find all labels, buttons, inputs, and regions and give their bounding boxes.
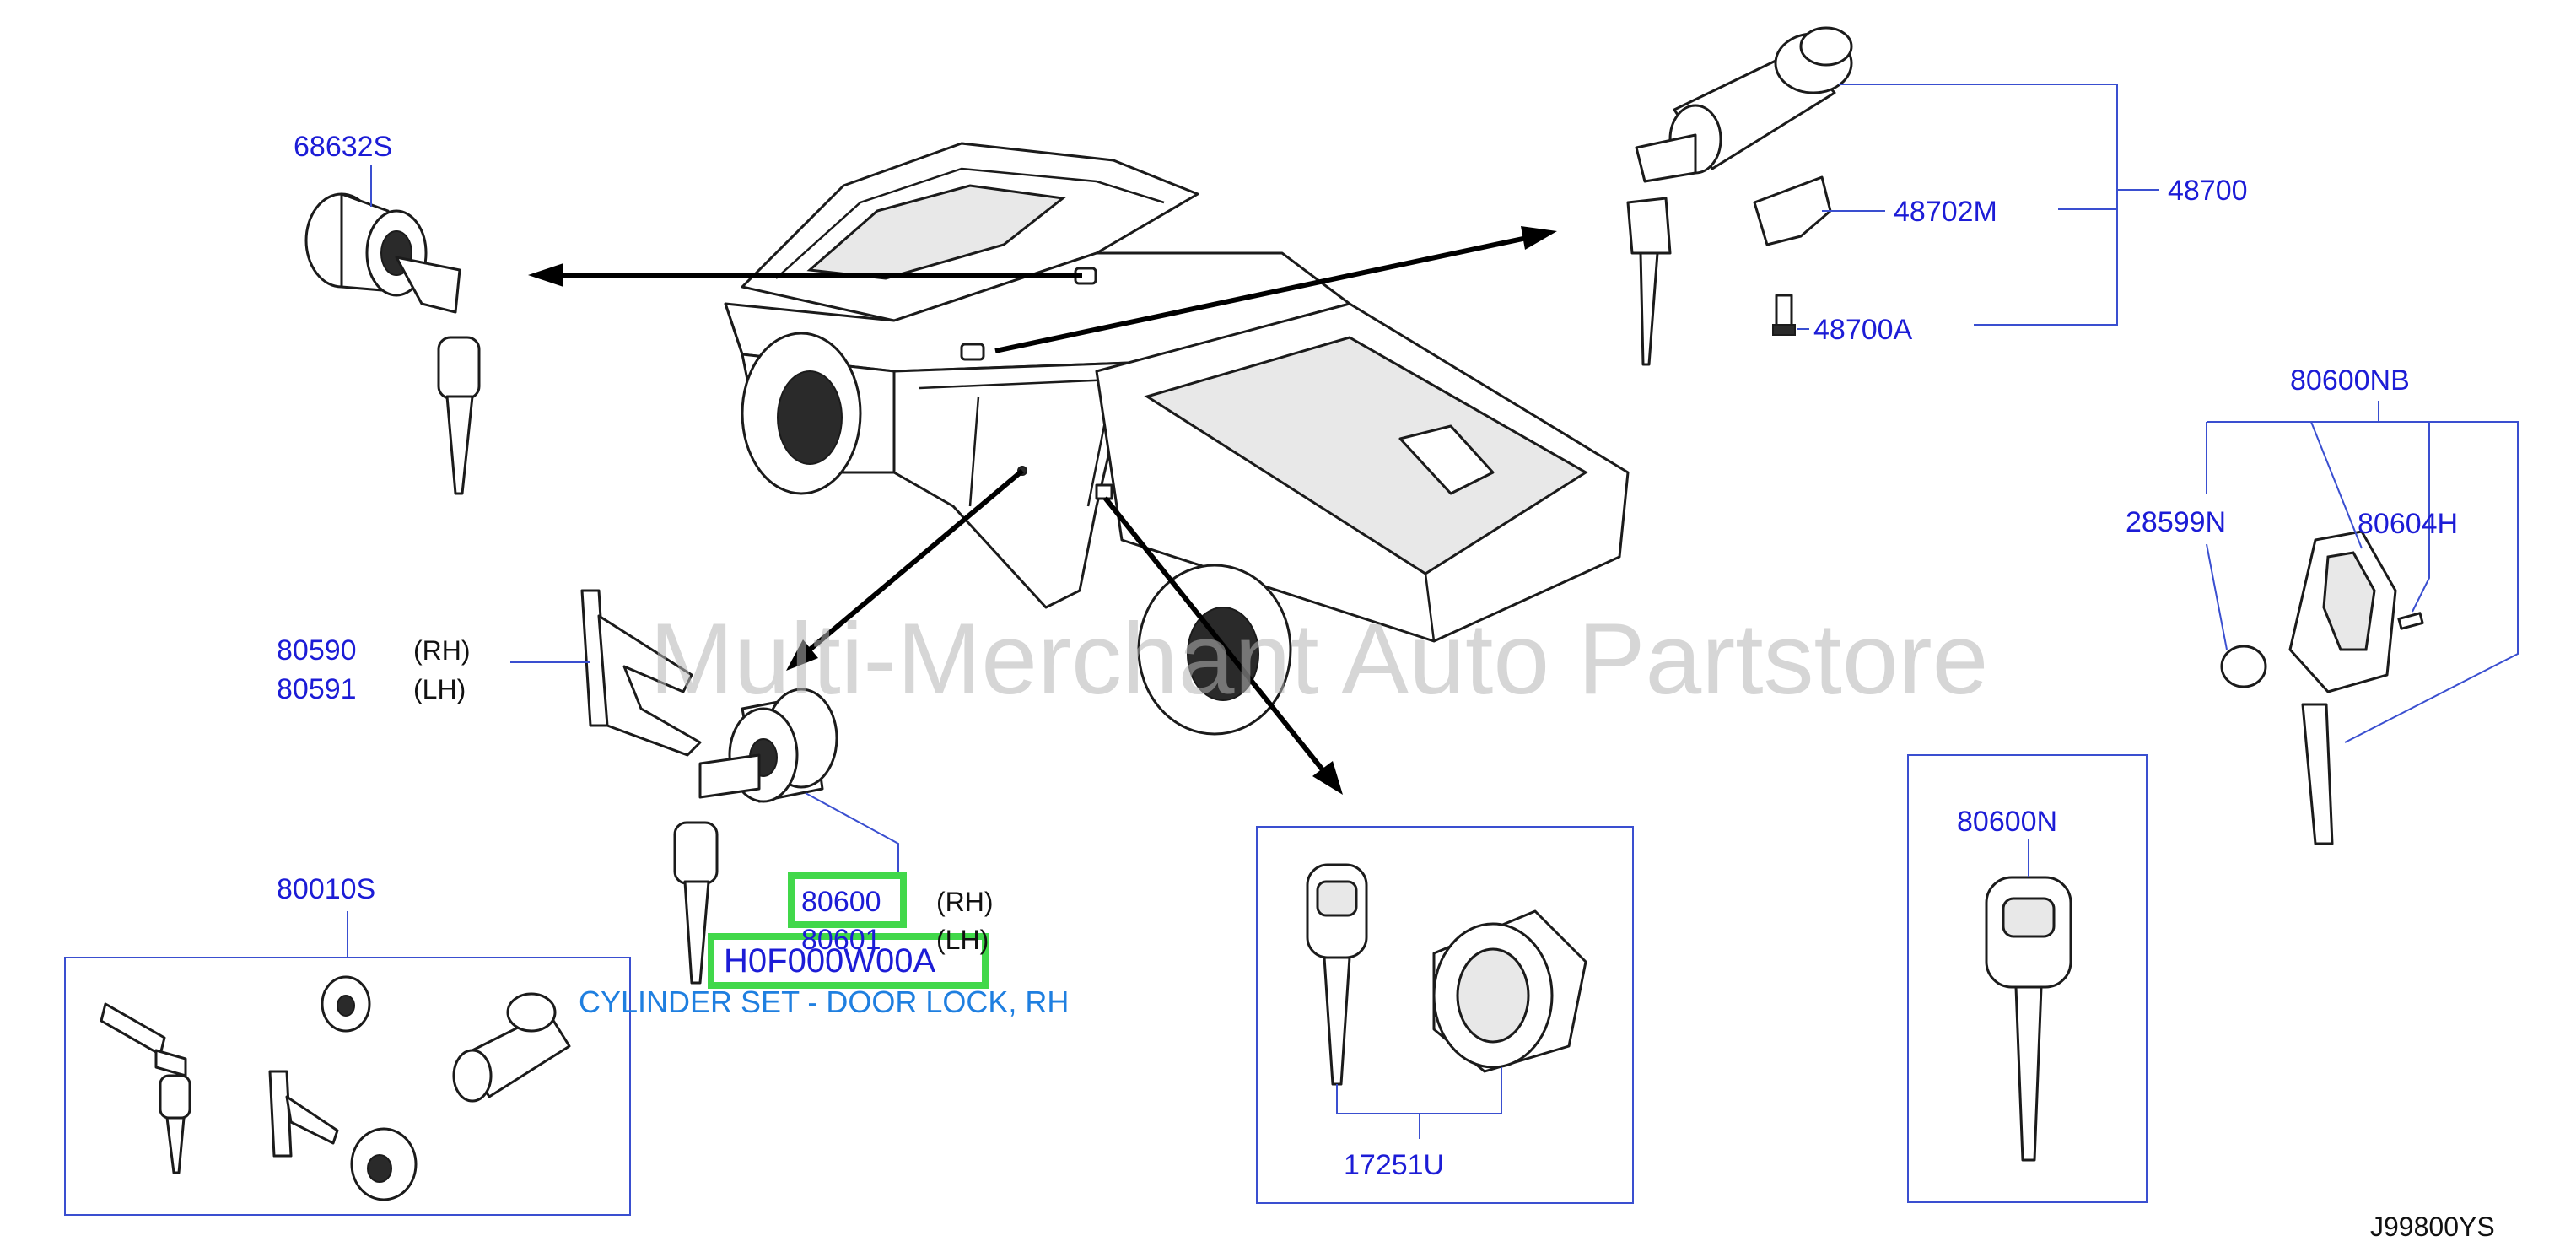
highlighted-part-description: CYLINDER SET - DOOR LOCK, RH <box>579 985 1069 1019</box>
part-80010S-illustration <box>64 957 631 1216</box>
leader-lines <box>347 84 2519 958</box>
label-80010S[interactable]: 80010S <box>277 873 375 905</box>
diagram-reference-code: J99800YS <box>2370 1212 2495 1242</box>
17251U-box <box>1256 826 1634 1204</box>
watermark: Multi-Merchant Auto Partstore <box>649 602 1988 715</box>
part-80600-illustration <box>673 688 838 985</box>
label-80600NB[interactable]: 80600NB <box>2290 364 2410 397</box>
part-17251U-illustration <box>1256 826 1634 1204</box>
label-80601-side: (LH) <box>936 925 989 955</box>
80600N-box <box>1907 754 2148 1203</box>
part-80600N-illustration <box>1907 754 2148 1203</box>
part-68632S-illustration <box>304 192 481 495</box>
highlight-box-part-code <box>708 933 989 989</box>
label-80600N[interactable]: 80600N <box>1957 806 2057 838</box>
highlighted-part-code[interactable]: H0F000W00A <box>724 942 936 979</box>
label-17251U[interactable]: 17251U <box>1344 1149 1444 1181</box>
label-80591[interactable]: 80591 <box>277 673 357 705</box>
highlight-box-80600 <box>788 872 907 928</box>
label-80591-side: (LH) <box>413 674 466 704</box>
label-48702M[interactable]: 48702M <box>1894 196 1997 228</box>
part-80590-illustration <box>580 589 702 757</box>
label-68632S[interactable]: 68632S <box>294 131 392 163</box>
reference-arrows <box>528 226 1557 795</box>
label-80590-side: (RH) <box>413 635 471 666</box>
label-80590[interactable]: 80590 <box>277 634 357 666</box>
label-48700[interactable]: 48700 <box>2168 175 2248 207</box>
label-48700A[interactable]: 48700A <box>1813 314 1913 346</box>
label-80600[interactable]: 80600 <box>801 886 881 918</box>
label-80600-side: (RH) <box>936 887 994 917</box>
label-80604H[interactable]: 80604H <box>2358 508 2458 540</box>
part-48700-illustration <box>1626 26 1853 366</box>
label-28599N[interactable]: 28599N <box>2126 506 2226 538</box>
part-80600NB-illustration <box>2220 530 2424 845</box>
label-80601[interactable]: 80601 <box>801 924 881 956</box>
